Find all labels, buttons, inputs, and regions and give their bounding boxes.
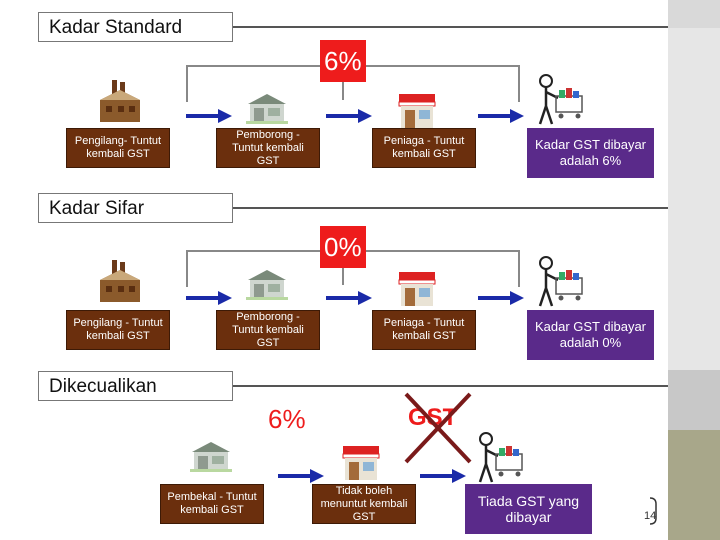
stage-box-retailer: Peniaga - Tuntut kembali GST bbox=[372, 128, 476, 168]
result-box-zero: Kadar GST dibayar adalah 0% bbox=[527, 310, 654, 360]
cross-out-icon bbox=[404, 392, 472, 464]
stage-box-manufacturer: Pengilang- Tuntut kembali GST bbox=[66, 128, 170, 168]
stage-box-wholesaler: Pemborong - Tuntut kembali GST bbox=[216, 310, 320, 350]
slide-sidebar bbox=[668, 0, 720, 540]
stage-box-supplier: Pembekal - Tuntut kembali GST bbox=[160, 484, 264, 524]
rate-badge-zero: 0% bbox=[320, 226, 366, 268]
arrow-right-icon bbox=[326, 109, 372, 123]
rate-connector-mid bbox=[342, 65, 344, 100]
arrow-right-icon bbox=[326, 291, 372, 305]
sidebar-block bbox=[668, 370, 720, 430]
section-title-standard: Kadar Standard bbox=[38, 12, 233, 42]
shop-icon bbox=[342, 446, 380, 480]
rate-badge-exempt: 6% bbox=[268, 404, 306, 434]
shop-icon bbox=[398, 94, 436, 128]
shopper-icon bbox=[538, 74, 583, 125]
sidebar-block bbox=[668, 0, 720, 28]
shopper-icon bbox=[478, 432, 523, 483]
result-box-exempt: Tiada GST yang dibayar bbox=[465, 484, 592, 534]
sidebar-block bbox=[668, 430, 720, 540]
warehouse-icon bbox=[246, 94, 288, 124]
shop-icon bbox=[398, 272, 436, 306]
factory-icon bbox=[100, 80, 140, 122]
stage-box-wholesaler: Pemborong - Tuntut kembali GST bbox=[216, 128, 320, 168]
warehouse-icon bbox=[190, 442, 232, 472]
arrow-right-icon bbox=[478, 109, 524, 123]
stage-box-retailer: Peniaga - Tuntut kembali GST bbox=[372, 310, 476, 350]
bracket-decoration bbox=[649, 497, 657, 525]
arrow-right-icon bbox=[478, 291, 524, 305]
section-divider bbox=[232, 26, 668, 28]
section-title-exempt: Dikecualikan bbox=[38, 371, 233, 401]
section-title-zero: Kadar Sifar bbox=[38, 193, 233, 223]
shopper-icon bbox=[538, 256, 583, 307]
arrow-right-icon bbox=[186, 291, 232, 305]
arrow-right-icon bbox=[186, 109, 232, 123]
arrow-right-icon bbox=[420, 469, 466, 483]
stage-box-retailer: Tidak boleh menuntut kembali GST bbox=[312, 484, 416, 524]
section-divider bbox=[232, 385, 668, 387]
stage-box-manufacturer: Pengilang - Tuntut kembali GST bbox=[66, 310, 170, 350]
factory-icon bbox=[100, 260, 140, 302]
result-box-standard: Kadar GST dibayar adalah 6% bbox=[527, 128, 654, 178]
arrow-right-icon bbox=[278, 469, 324, 483]
page-number: 14 bbox=[644, 510, 657, 522]
warehouse-icon bbox=[246, 270, 288, 300]
section-divider bbox=[232, 207, 668, 209]
rate-badge-standard: 6% bbox=[320, 40, 366, 82]
